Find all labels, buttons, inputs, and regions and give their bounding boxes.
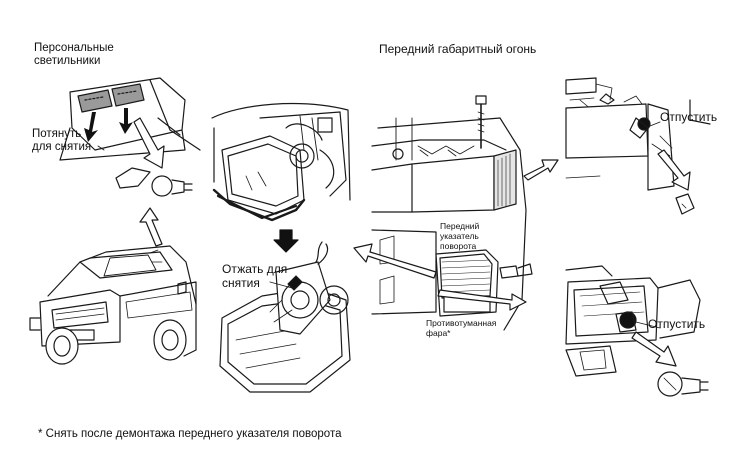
label-fog-lamp: Противотуманная фара*	[426, 318, 497, 338]
fog-bulb-detail	[565, 265, 709, 397]
suv-drawing	[29, 245, 197, 365]
label-press-to-remove: Отжать для снятия	[222, 262, 288, 290]
pull-arrows	[84, 108, 133, 142]
label-release-bottom: Отпустить	[648, 317, 706, 331]
lamp-removal-arrow	[133, 117, 165, 169]
label-front-clearance-lamp: Передний габаритный огонь	[379, 42, 537, 56]
callout-arrows	[353, 159, 559, 311]
label-pull-to-remove: Потянуть для снятия	[32, 128, 92, 153]
down-arrow-black	[273, 229, 299, 253]
footnote: * Снять после демонтажа переднего указат…	[38, 428, 342, 440]
leader-release-bottom	[635, 321, 661, 329]
personal-lamp-drawing	[59, 77, 201, 161]
connector-arrow-up	[139, 207, 163, 247]
leader-pull	[97, 145, 105, 151]
leader-release-top	[649, 121, 661, 127]
label-personal-lamps: Персональные светильники	[34, 42, 114, 67]
headlamp-bulb-drawing	[219, 241, 351, 393]
personal-lamp-lens	[115, 167, 193, 197]
leader-press	[269, 281, 293, 289]
clearance-bulb-detail	[565, 77, 711, 215]
label-front-turn-signal: Передний указатель поворота	[440, 221, 480, 251]
headlamp-housing-drawing	[211, 103, 351, 222]
label-release-top: Отпустить	[660, 110, 718, 124]
